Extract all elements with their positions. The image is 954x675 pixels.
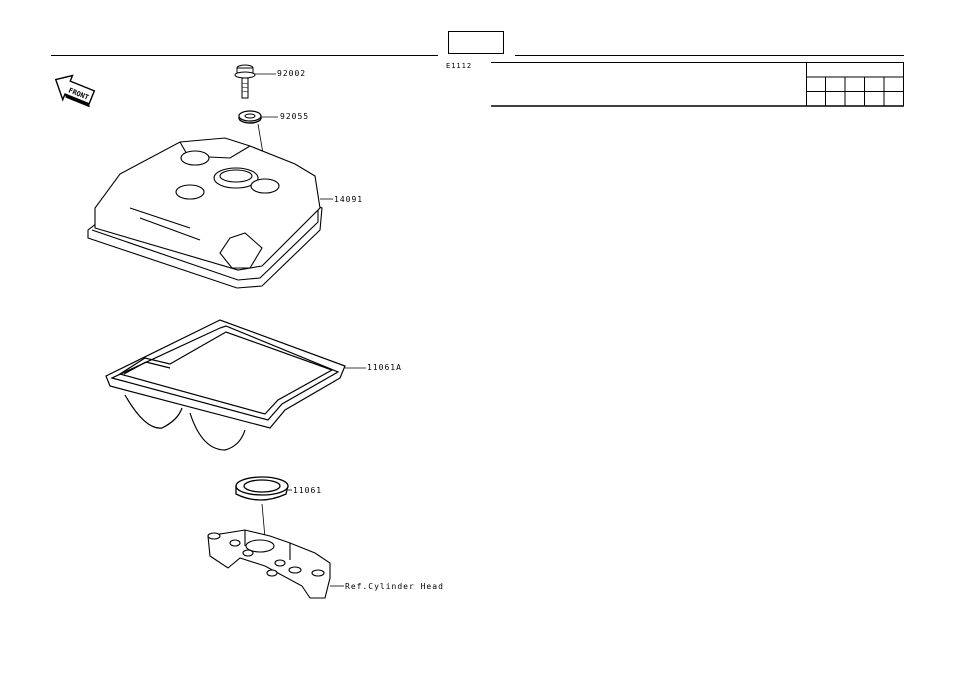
head-cover-14091 [87, 137, 323, 289]
washer-92055 [238, 110, 262, 124]
reference-callout: Ref.Cylinder Head [345, 582, 444, 591]
cylinder-head-part [207, 529, 331, 599]
header-rule-left [51, 55, 438, 56]
section-code-box [448, 31, 504, 54]
part-callout-92002: 92002 [277, 69, 307, 78]
table-grid [806, 62, 904, 107]
seal-11061 [235, 476, 289, 501]
part-callout-11061a: 11061A [367, 363, 402, 372]
header-rule-right [515, 55, 904, 56]
part-callout-14091: 14091 [334, 195, 364, 204]
part-callout-92055: 92055 [280, 112, 310, 121]
part-callout-11061: 11061 [293, 486, 323, 495]
gasket-11061a [105, 319, 346, 451]
exploded-parts-drawing: FRONT [54, 64, 366, 599]
front-arrow-icon: FRONT [54, 74, 96, 108]
diagram-code: E1112 [446, 62, 473, 70]
parts-table [491, 62, 904, 107]
bolt-92002 [234, 64, 256, 99]
